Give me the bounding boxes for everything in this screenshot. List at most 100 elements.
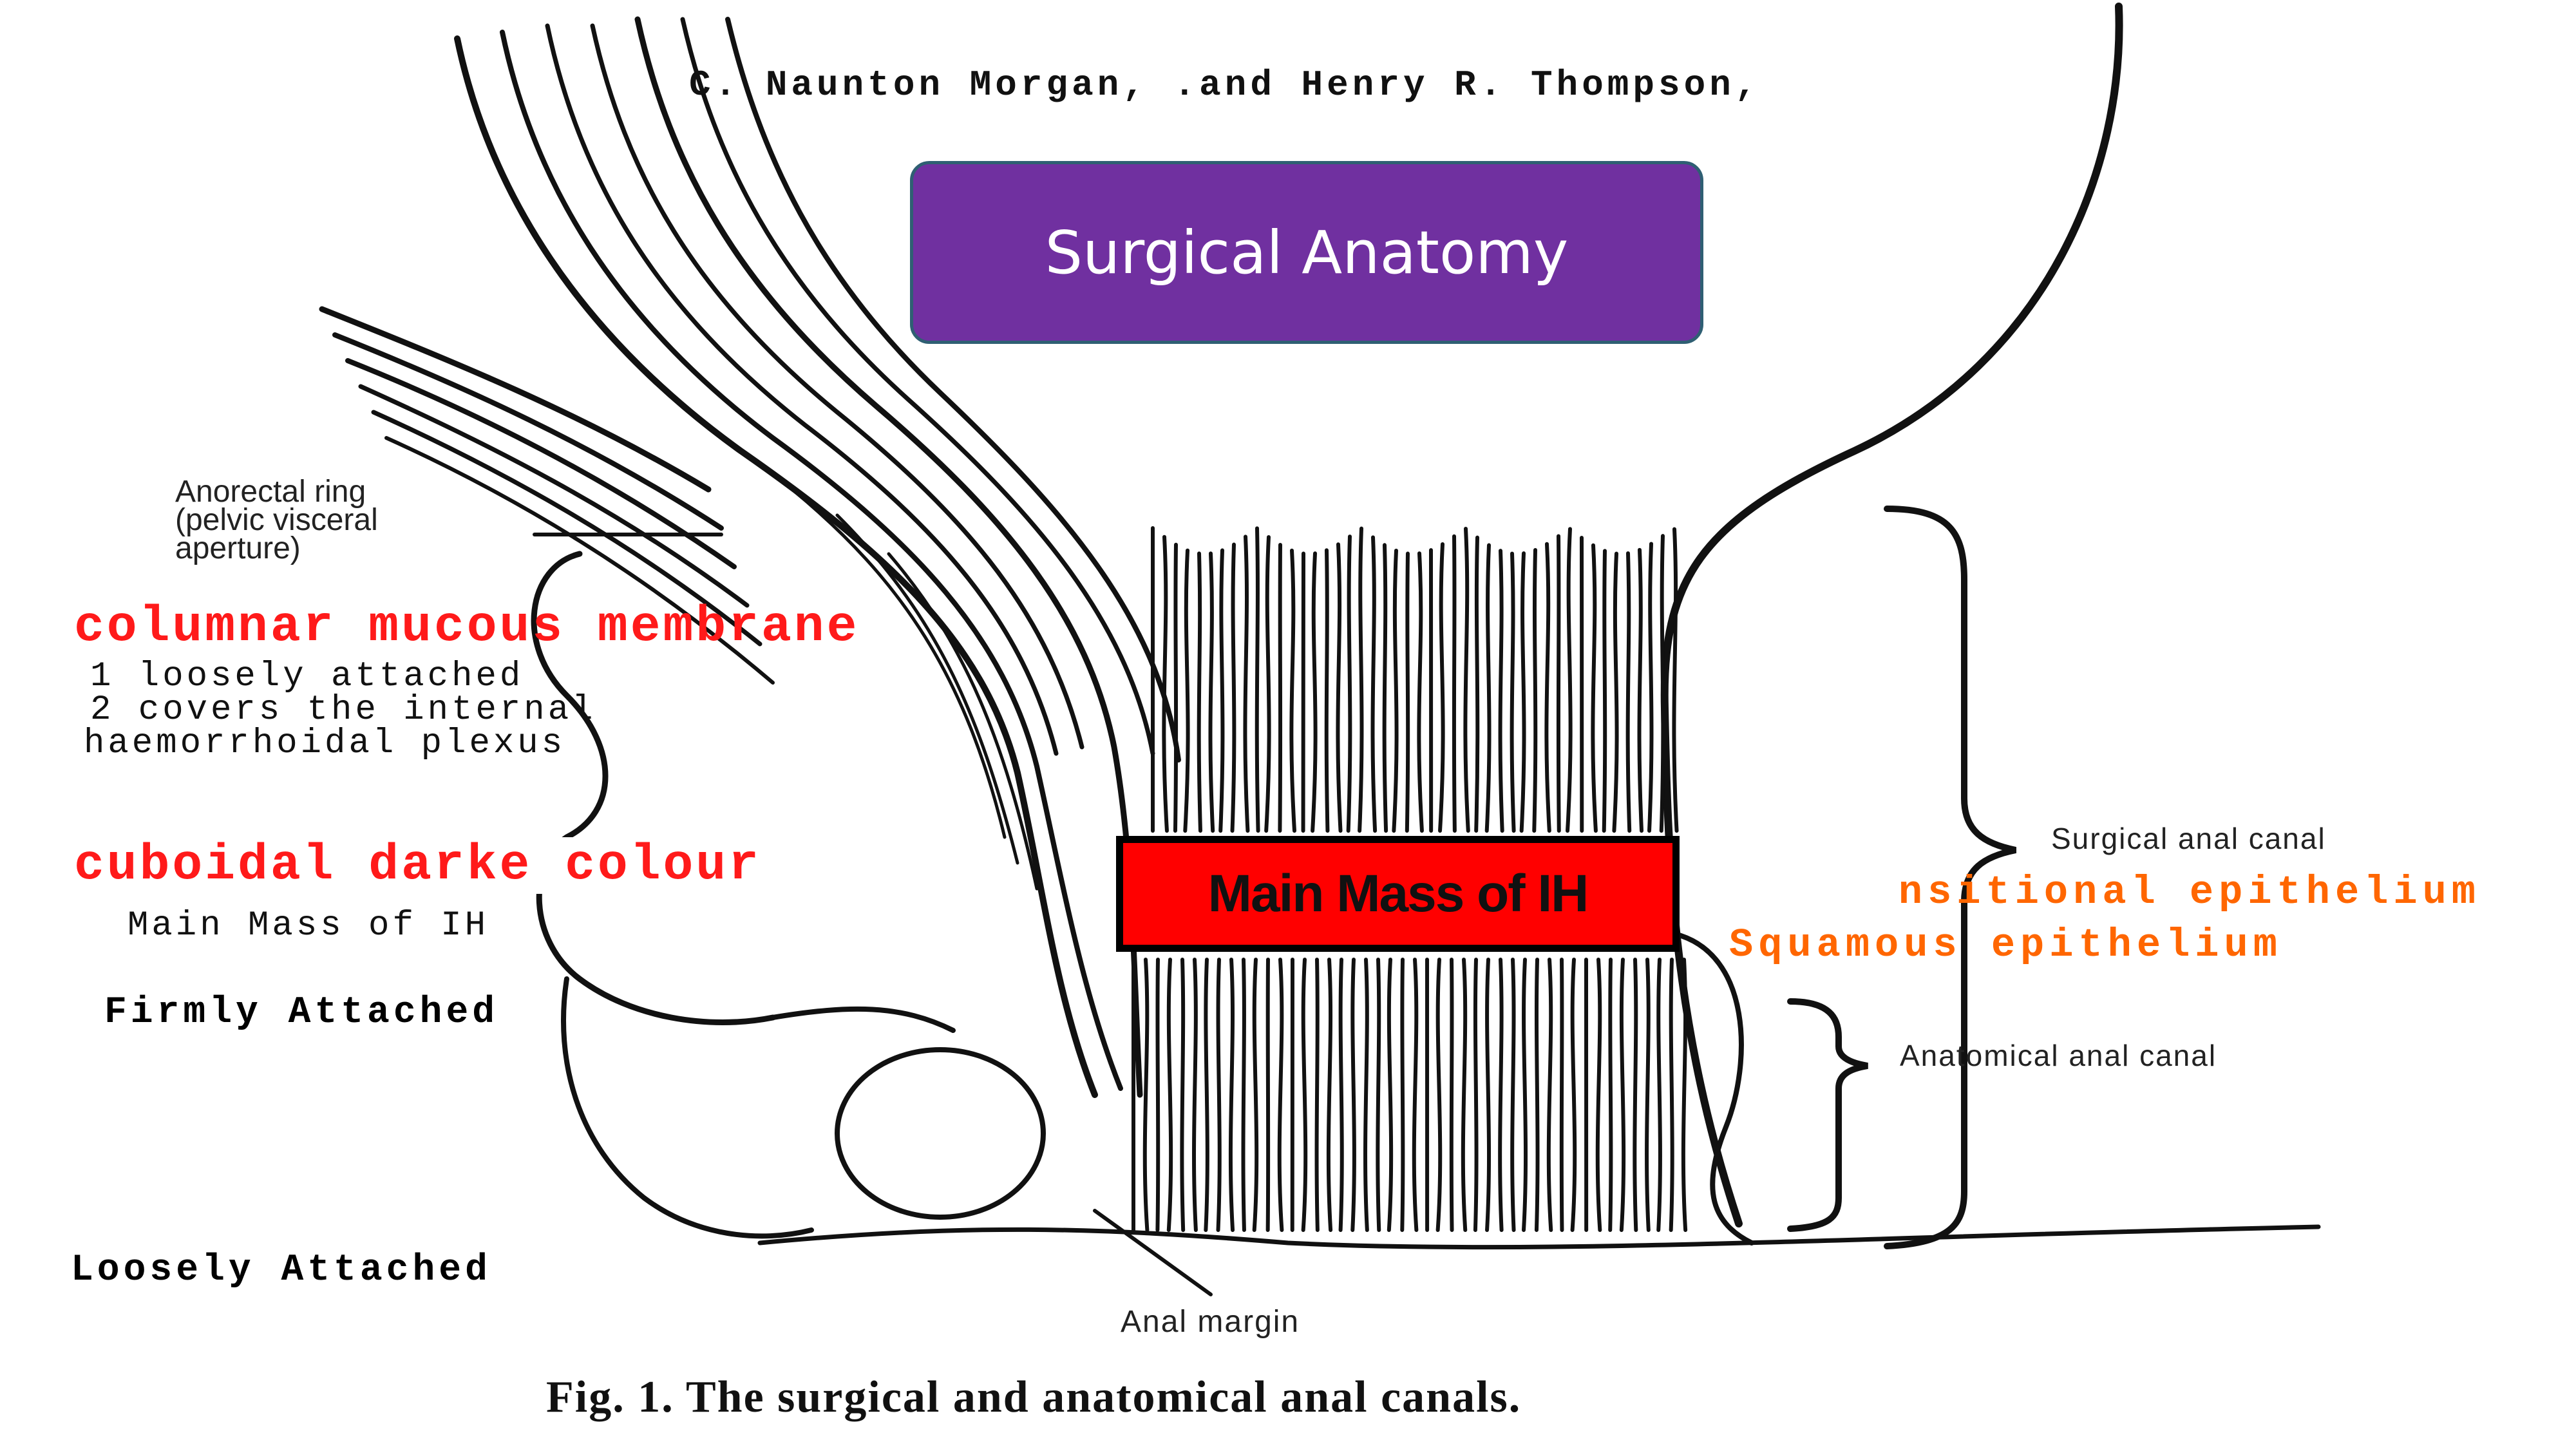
striation-upper	[1625, 551, 1632, 833]
striation-lower	[1461, 958, 1468, 1232]
title-box: Surgical Anatomy	[910, 161, 1703, 344]
striation-lower	[1192, 958, 1198, 1232]
striation-upper	[1544, 542, 1551, 833]
striation-lower	[1645, 958, 1651, 1232]
striation-upper	[1264, 535, 1271, 833]
striation-upper	[1230, 542, 1236, 833]
striation-lower	[1204, 958, 1209, 1232]
striation-upper	[1197, 551, 1202, 833]
author-line: C. Naunton Morgan, .and Henry R. Thompso…	[689, 64, 1761, 106]
striation-upper	[1382, 543, 1388, 833]
striation-upper	[1672, 527, 1679, 833]
striation-upper	[1637, 547, 1644, 833]
striation-upper	[1162, 535, 1169, 833]
striation-upper	[1510, 551, 1516, 833]
striation-lower	[1166, 958, 1173, 1232]
striation-lower	[1669, 958, 1674, 1232]
striation-upper	[1173, 542, 1179, 833]
striation-lower	[1277, 958, 1284, 1232]
striation-lower	[1435, 958, 1443, 1232]
striation-upper	[1566, 527, 1573, 833]
striation-upper	[1358, 526, 1364, 833]
striation-lower	[1473, 958, 1479, 1232]
striation-upper	[1532, 548, 1538, 833]
striation-upper	[1602, 549, 1607, 833]
striation-lower	[1412, 958, 1419, 1232]
striation-upper	[1370, 535, 1378, 833]
striation-lower	[1252, 958, 1259, 1232]
anorectal-ring-label: Anorectal ring (pelvic visceral aperture…	[175, 475, 378, 565]
striation-lower	[1521, 958, 1528, 1232]
striation-upper	[1498, 549, 1504, 833]
striation-lower	[1265, 958, 1271, 1232]
surgical-anal-canal-label: Surgical anal canal	[2051, 822, 2326, 855]
transitional-label-clip: nsitional epithelium	[1682, 869, 2481, 921]
striation-lower	[1376, 958, 1381, 1232]
striation-upper	[1612, 551, 1619, 833]
striation-upper	[1519, 551, 1526, 833]
striation-upper	[1474, 535, 1480, 833]
striation-upper	[1346, 535, 1352, 833]
striation-upper	[1463, 527, 1470, 833]
striation-lower	[1608, 958, 1613, 1232]
main-mass-small-label: Main Mass of IH	[128, 906, 489, 945]
squamous-epithelium-label: Squamous epithelium	[1729, 922, 2282, 968]
striation-upper	[1301, 551, 1306, 833]
slide-title: Surgical Anatomy	[1045, 218, 1569, 287]
striation-lower	[1619, 958, 1626, 1232]
striation-lower	[1350, 958, 1356, 1232]
firmly-attached-label: Firmly Attached	[104, 992, 499, 1034]
striation-lower	[1228, 958, 1235, 1232]
striation-upper	[1647, 542, 1654, 833]
anatomical-anal-canal-label: Anatomical anal canal	[1900, 1039, 2217, 1072]
striation-upper	[1659, 534, 1665, 833]
striation-upper	[1336, 542, 1343, 833]
striation-lower	[1498, 958, 1504, 1232]
striation-lower	[1570, 958, 1577, 1232]
columnar-note-1: 1 loosely attached	[90, 657, 524, 696]
striation-lower	[1400, 958, 1405, 1232]
striation-upper	[1208, 551, 1215, 833]
main-mass-box: Main Mass of IH	[1116, 836, 1680, 952]
striation-lower	[1155, 958, 1160, 1232]
columnar-note-3: haemorrhoidal plexus	[84, 724, 566, 763]
striation-upper	[1484, 543, 1492, 833]
striation-upper	[1289, 548, 1296, 833]
striation-lower	[1485, 958, 1492, 1232]
striation-upper	[1311, 551, 1318, 833]
striation-lower	[1142, 958, 1150, 1232]
striation-lower	[1595, 958, 1602, 1232]
striation-lower	[1301, 958, 1308, 1232]
striation-upper	[1324, 548, 1330, 833]
striation-upper	[1218, 548, 1225, 833]
striation-lower	[1546, 958, 1553, 1232]
anal-margin-label: Anal margin	[1121, 1305, 1300, 1339]
loosely-attached-label: Loosely Attached	[71, 1249, 491, 1291]
cuboidal-label: cuboidal darke colour	[74, 837, 775, 894]
striation-lower	[1534, 958, 1540, 1232]
main-mass-box-label: Main Mass of IH	[1208, 864, 1589, 923]
transitional-epithelium-label: nsitional epithelium	[1898, 869, 2481, 915]
striation-upper	[1417, 551, 1424, 833]
striation-upper	[1591, 543, 1598, 833]
striation-upper	[1243, 535, 1250, 833]
striation-upper	[1405, 551, 1410, 833]
striation-lower	[1363, 958, 1369, 1232]
striation-lower	[1216, 958, 1222, 1232]
columnar-mucous-membrane-label: columnar mucous membrane	[74, 599, 860, 656]
striation-upper	[1255, 526, 1260, 833]
figure-caption: Fig. 1. The surgical and anatomical anal…	[546, 1372, 1522, 1422]
striation-lower	[1633, 958, 1638, 1232]
striation-upper	[1392, 549, 1399, 833]
striation-lower	[1338, 958, 1344, 1232]
striation-lower	[1510, 958, 1516, 1232]
squamous-label-clip: Squamous epithelium	[1729, 922, 2502, 974]
striation-lower	[1314, 958, 1320, 1232]
striation-lower	[1387, 958, 1394, 1232]
striation-upper	[1438, 542, 1445, 833]
striation-lower	[1656, 958, 1662, 1232]
striation-lower	[1681, 958, 1688, 1232]
striation-upper	[1452, 534, 1457, 833]
striation-lower	[1326, 958, 1333, 1232]
